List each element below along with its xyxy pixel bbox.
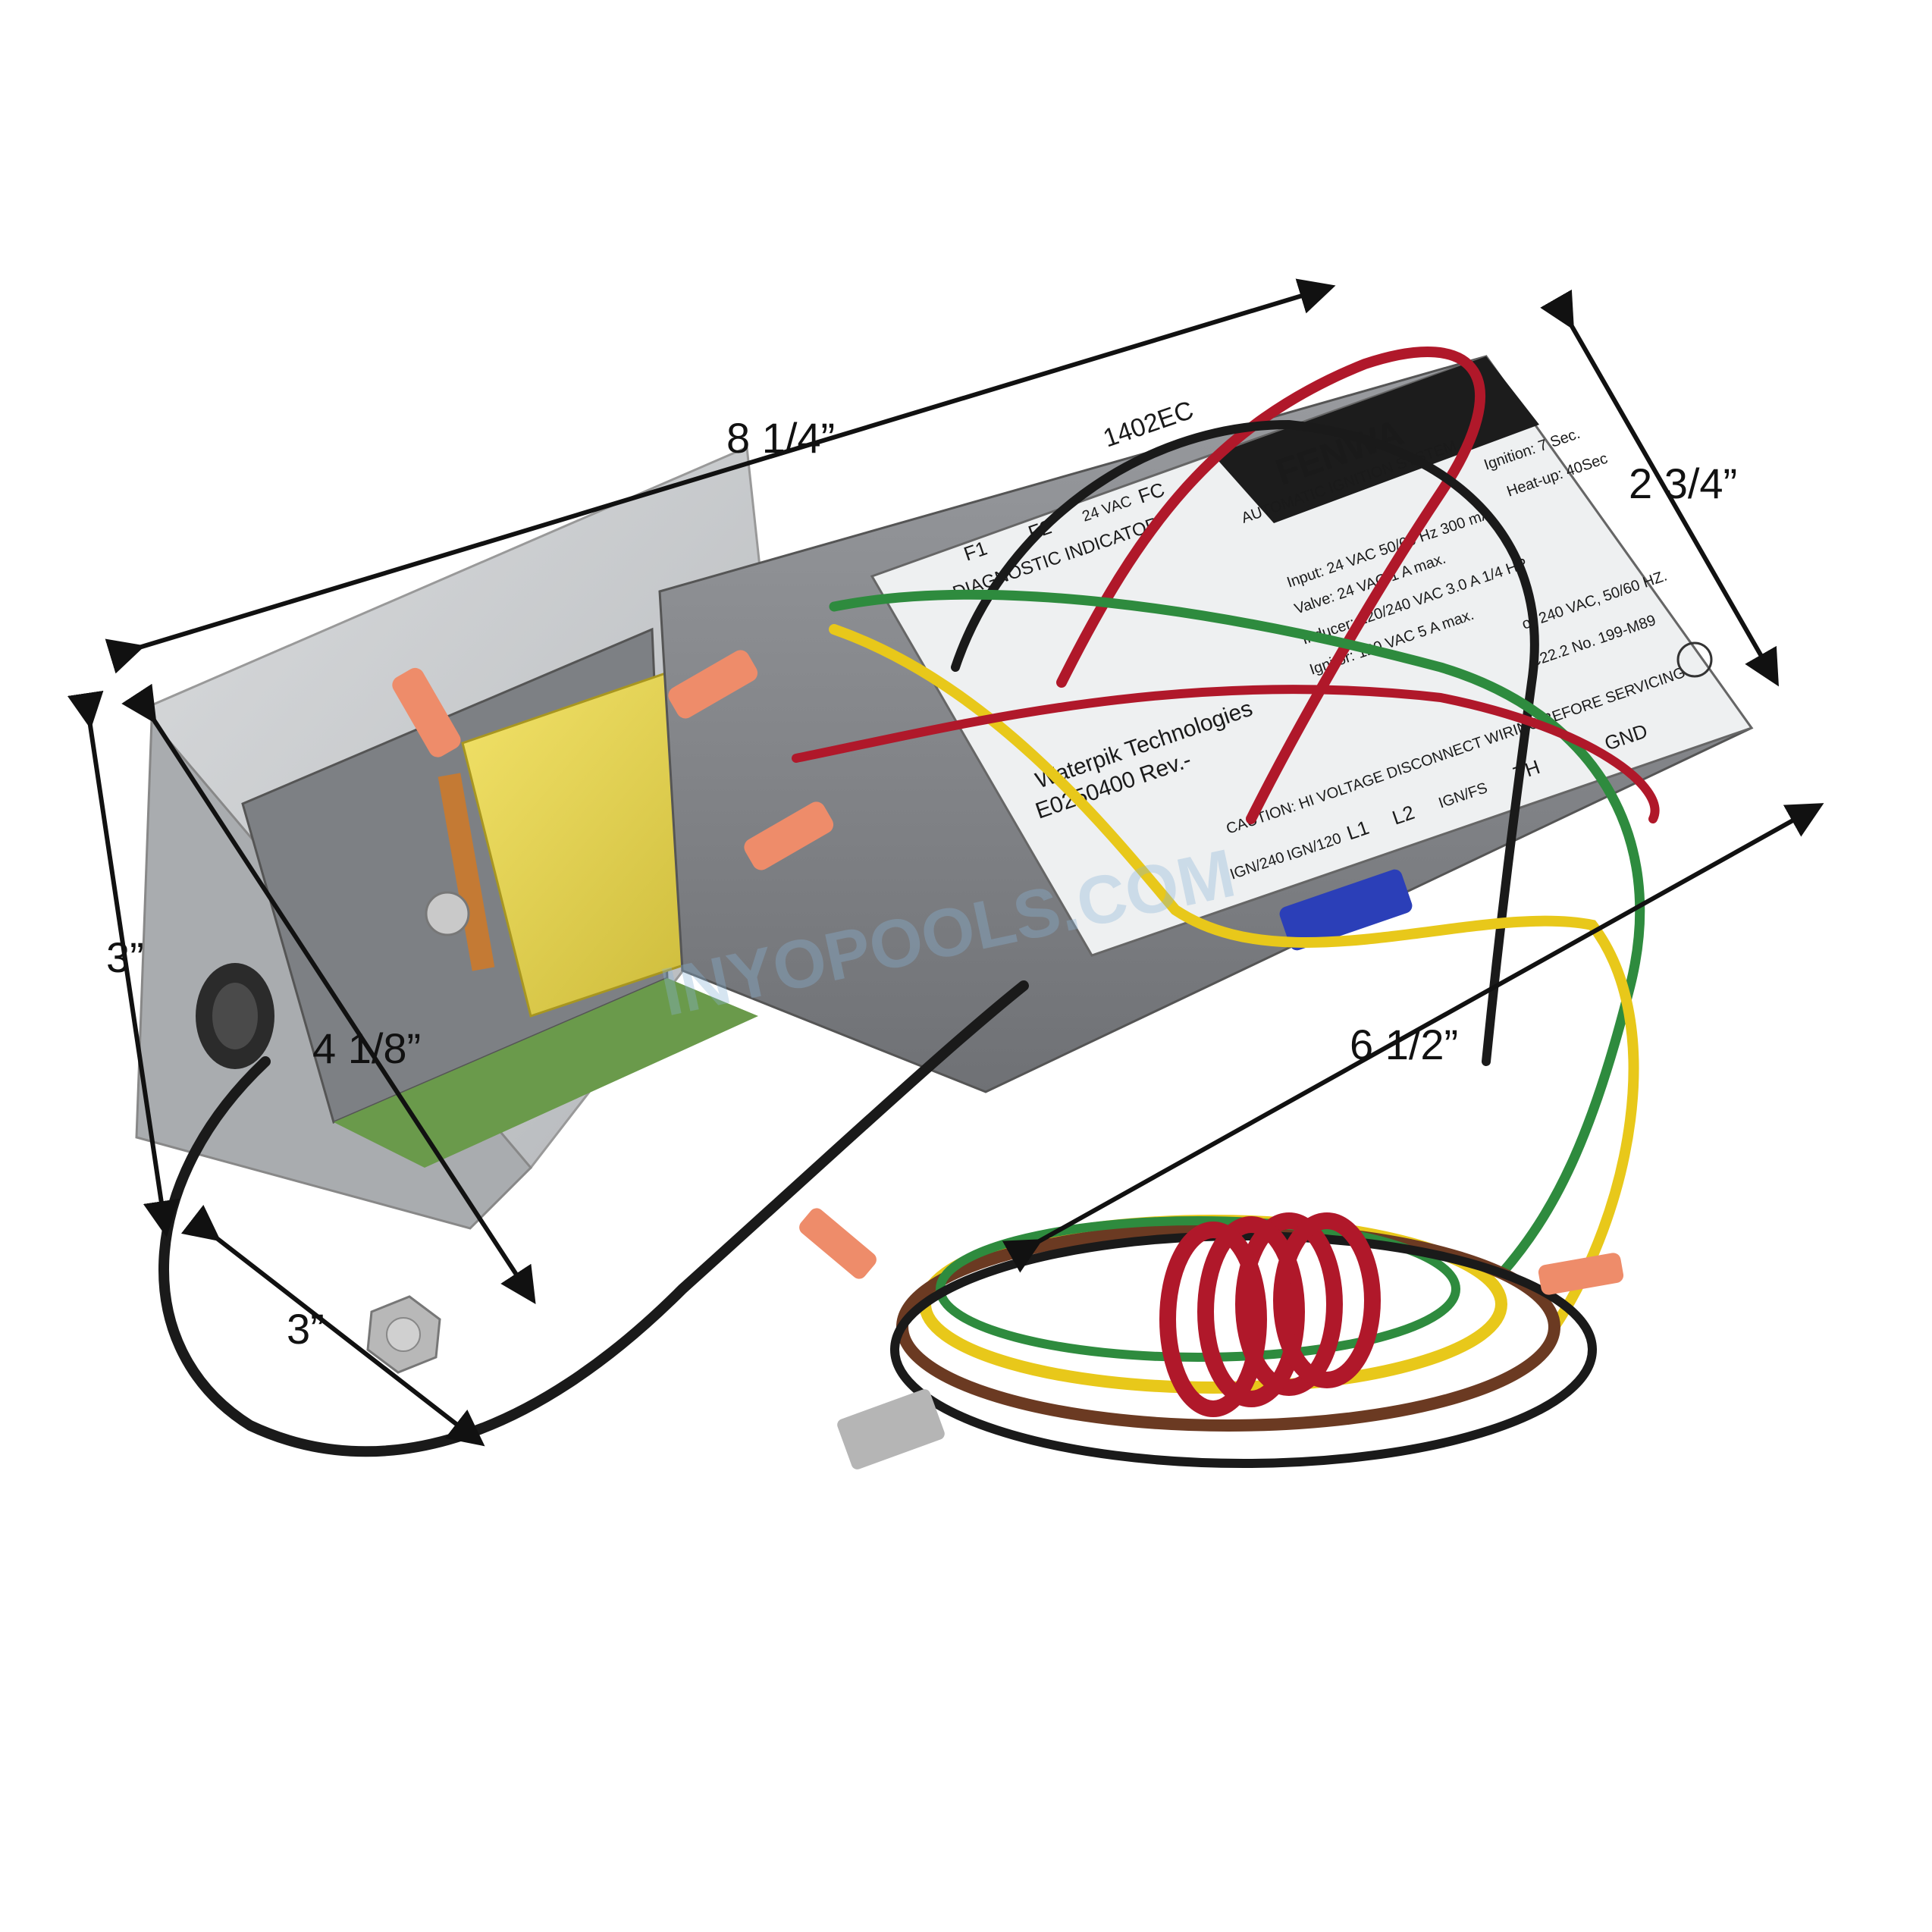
- dimension-arrows: [67, 278, 1824, 1447]
- arrow-bracket-depth: [121, 683, 536, 1305]
- arrow-top-length: [105, 278, 1336, 674]
- coiled-wires: [890, 1212, 1597, 1468]
- wire-red-lower: [792, 685, 1660, 823]
- dim-bottom-width: 3”: [287, 1305, 325, 1353]
- dim-left-height: 3”: [106, 933, 144, 981]
- dim-top-length: 8 1/4”: [726, 414, 836, 462]
- arrow-module-length: [1002, 803, 1824, 1273]
- arrow-right-height: [1540, 289, 1779, 687]
- dim-bracket-depth: 4 1/8”: [312, 1024, 422, 1072]
- dim-right-height: 2 3/4”: [1629, 459, 1738, 507]
- grommet: [196, 963, 274, 1069]
- arrow-bottom-width: [180, 1204, 485, 1447]
- dim-module-length: 6 1/2”: [1350, 1021, 1459, 1068]
